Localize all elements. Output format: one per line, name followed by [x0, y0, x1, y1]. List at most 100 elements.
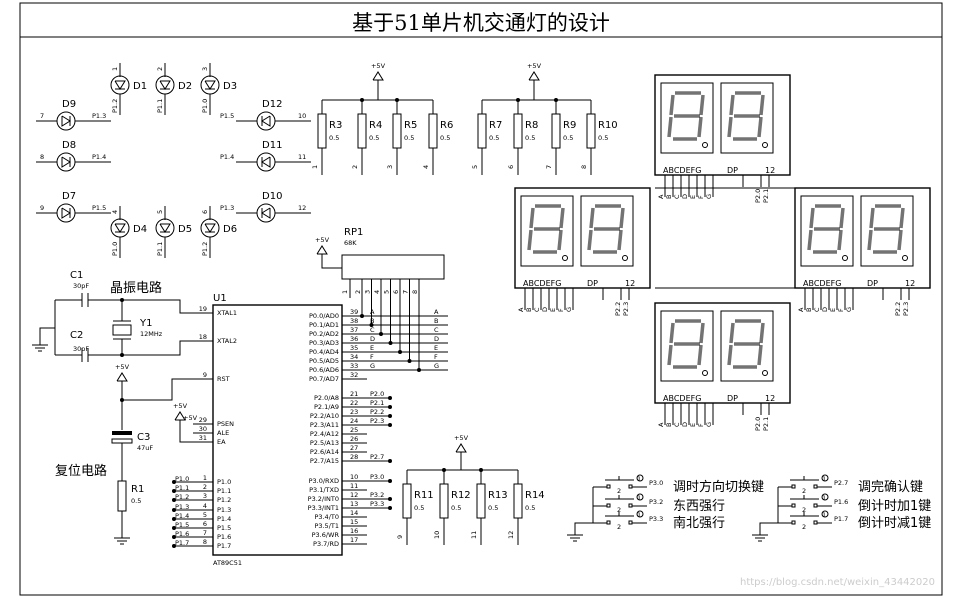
mcu-pin-num: 13	[350, 500, 358, 508]
mcu-pin-num: 36	[350, 335, 358, 343]
mcu-pin-num: 31	[199, 434, 207, 442]
display-dp-label: DP	[587, 279, 598, 288]
key-net: P1.7	[834, 515, 848, 523]
led-body	[56, 111, 76, 131]
key-pin-marker	[821, 510, 829, 518]
c3-ref: C3	[137, 432, 150, 443]
segment	[757, 116, 763, 138]
display-digit-label: 12	[905, 279, 915, 288]
key-pin-num: 2	[617, 487, 621, 495]
mcu-net-label: G	[370, 362, 375, 370]
led-body	[56, 152, 76, 172]
junction	[172, 526, 176, 530]
segment	[667, 344, 673, 366]
key-contact	[606, 520, 611, 525]
key-pin-num: 1	[822, 494, 826, 502]
mcu-pin-num: 24	[350, 417, 358, 425]
digit-frame	[720, 310, 774, 382]
c2-value: 30pF	[73, 345, 89, 353]
res-ref: R11	[414, 490, 434, 501]
led-pin: P1.2	[111, 99, 119, 113]
junction	[388, 341, 393, 345]
mcu-pin-name: P3.4/T0	[314, 513, 339, 521]
led-pin: P1.3	[92, 112, 106, 120]
mcu-pin-name: P2.1/A9	[314, 403, 339, 411]
key-label: 倒计时加1键	[858, 499, 931, 514]
res-value: 0.5	[440, 134, 450, 142]
led-ref: D2	[178, 81, 192, 92]
res-net: 1	[311, 165, 319, 169]
mcu-pin-num: 22	[350, 399, 358, 407]
seven-seg-digit	[660, 82, 714, 154]
seven-seg-digit	[720, 82, 774, 154]
mcu-net-label: P1.3	[175, 503, 189, 511]
junction	[172, 508, 176, 512]
mcu-ref: U1	[213, 293, 227, 304]
mcu-pin-name: ALE	[217, 429, 229, 437]
ea-vcc: +5V	[183, 414, 198, 422]
res-body	[513, 113, 523, 149]
res-body	[477, 113, 487, 149]
display-pin-label: A	[797, 307, 805, 312]
junction	[388, 479, 392, 483]
display-pin-label: F	[697, 423, 705, 427]
junction	[388, 506, 392, 510]
key-contact	[791, 484, 796, 489]
display-pin-label: A	[657, 422, 665, 427]
resistor-r9: R90.57	[545, 100, 576, 175]
led-ref: D4	[133, 224, 147, 235]
vcc-arrow	[528, 71, 540, 81]
led-triangle	[114, 80, 126, 90]
mcu-pin-name: XTAL1	[217, 309, 237, 317]
mcu-pin-num: 38	[350, 317, 358, 325]
led-pin: P1.5	[220, 112, 234, 120]
mcu-pin-name: P0.0/AD0	[309, 312, 339, 320]
osc-section-label: 晶振电路	[110, 280, 162, 296]
display-pin-label: P2.3	[902, 302, 910, 316]
display-pin-label: C	[673, 422, 681, 427]
res-body	[392, 113, 402, 149]
led-ref: D8	[62, 140, 76, 151]
rp1-body	[341, 254, 445, 280]
led-ref: D5	[178, 224, 192, 235]
display-frame	[654, 74, 791, 176]
vcc-arrow	[316, 245, 328, 255]
display-digit-label: 12	[765, 394, 775, 403]
res-ref: R8	[525, 120, 538, 131]
mcu-pin-name: P2.6/A14	[310, 448, 339, 456]
segment	[559, 207, 565, 229]
display-pin-label: A	[517, 307, 525, 312]
led-net: 8	[40, 153, 44, 161]
led-body	[110, 218, 130, 238]
res-net: 6	[507, 165, 515, 169]
mcu-pin-num: 4	[203, 502, 207, 510]
key-pin-num: 2	[802, 506, 806, 514]
mcu-net-label: F	[370, 353, 374, 361]
mcu-pin-name: P3.0/RXD	[309, 477, 339, 485]
res-body	[551, 113, 561, 149]
res-net: 4	[422, 165, 430, 169]
vcc-label: +5V	[173, 402, 188, 410]
resistor-r4: R40.52	[351, 100, 382, 175]
wire	[122, 378, 193, 401]
led-ref: D11	[262, 140, 282, 151]
led-net: 11	[298, 153, 306, 161]
mcu-net-label: P2.3	[370, 417, 384, 425]
key-label: 南北强行	[673, 515, 725, 531]
rp1-value: 68K	[344, 239, 357, 247]
display-dp-label: DP	[727, 394, 738, 403]
display-pin-label: P2.0	[754, 189, 762, 203]
junction	[360, 98, 364, 102]
mcu-net-label: B	[370, 317, 374, 325]
mcu-net-label: P1.5	[175, 521, 189, 529]
